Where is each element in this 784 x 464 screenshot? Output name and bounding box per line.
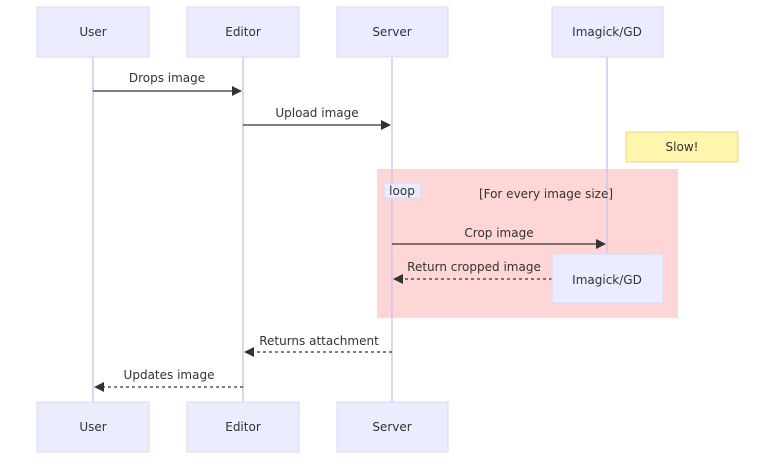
message-drops-image-label: Drops image [129,71,205,85]
message-return-cropped-image-label: Return cropped image [407,260,541,274]
message-returns-attachment-label: Returns attachment [259,334,379,348]
actor-editor-top-label: Editor [225,25,261,39]
loop-label: loop [389,184,415,198]
loop-label-box [383,182,422,199]
actor-server-top [336,6,449,58]
actor-imagick-bottom [551,253,664,304]
actor-editor-bottom [186,401,300,453]
actor-user-top-label: User [79,25,106,39]
actor-imagick-bottom-label: Imagick/GD [572,273,642,287]
actor-server-bottom [336,401,449,453]
loop-frame [383,182,672,311]
actor-imagick-top [551,6,664,58]
actor-editor-bottom-label: Editor [225,420,261,434]
message-crop-image-label: Crop image [464,226,533,240]
message-updates-image-label: Updates image [124,368,215,382]
actor-server-top-label: Server [372,25,411,39]
note-slow-label: Slow! [666,140,699,154]
actor-editor-top [186,6,300,58]
note-slow [625,131,739,163]
actor-server-bottom-label: Server [372,420,411,434]
actor-user-bottom [36,401,150,453]
actor-user-bottom-label: User [79,420,106,434]
message-upload-image-label: Upload image [275,106,358,120]
actor-user-top [36,6,150,58]
loop-condition: [For every image size] [479,187,613,201]
actor-imagick-top-label: Imagick/GD [572,25,642,39]
